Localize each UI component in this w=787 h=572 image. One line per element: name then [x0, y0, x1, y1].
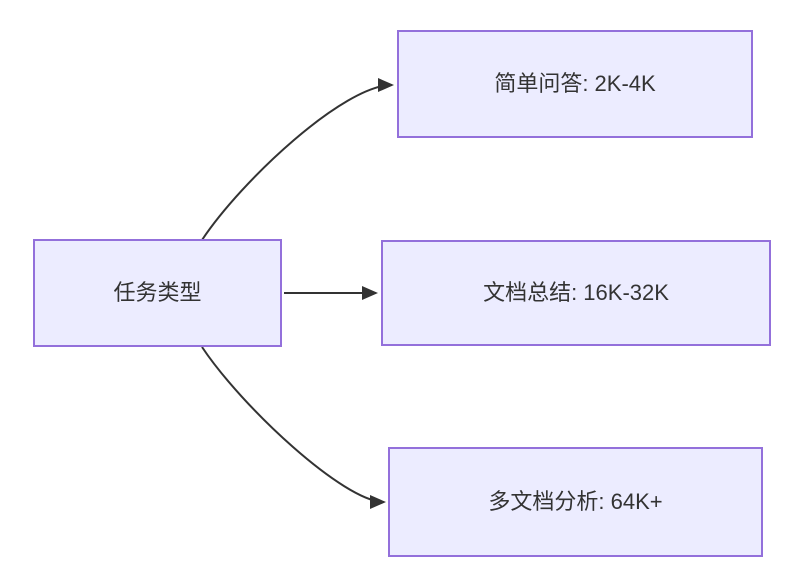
edge-root-to-top: [201, 78, 394, 241]
edge-root-to-bottom: [201, 346, 386, 509]
node-simple-qa: 简单问答: 2K-4K: [397, 30, 753, 138]
node-doc-summary: 文档总结: 16K-32K: [381, 240, 771, 346]
node-task-type: 任务类型: [33, 239, 282, 347]
node-multi-doc-analysis: 多文档分析: 64K+: [388, 447, 763, 557]
